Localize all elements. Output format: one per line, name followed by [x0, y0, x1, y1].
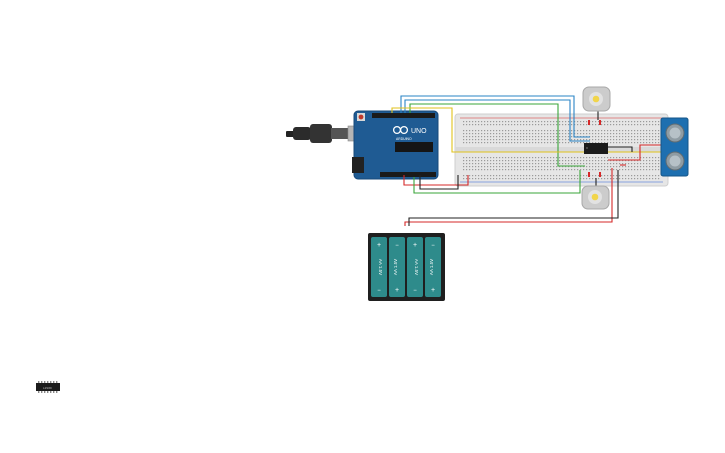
- analog-header[interactable]: [380, 172, 436, 177]
- breadboard[interactable]: [454, 113, 669, 187]
- battery-cell: + − AA 1.5V: [389, 237, 405, 297]
- ultrasonic-sensor-icon[interactable]: [660, 117, 689, 177]
- battery-cell: + − AA 1.5V: [425, 237, 441, 297]
- battery-minus-label: −: [377, 288, 381, 294]
- battery-plus-label: +: [377, 242, 381, 249]
- battery-plus-label: +: [431, 287, 435, 294]
- ic-chip-icon[interactable]: L293D: [36, 381, 60, 393]
- battery-plus-label: +: [395, 287, 399, 294]
- ic-chip-label: L293D: [43, 386, 53, 390]
- battery-plus-label: +: [413, 242, 417, 249]
- power-jack[interactable]: [352, 157, 364, 173]
- dc-motor-icon[interactable]: [581, 185, 610, 210]
- battery-cell-label: AA 1.5V: [378, 259, 383, 275]
- battery-cell: + − AA 1.5V: [371, 237, 387, 297]
- wires[interactable]: [391, 95, 662, 226]
- arduino-uno-board[interactable]: UNO ARDUINO: [352, 110, 439, 180]
- battery-cell-label: AA 1.5V: [414, 259, 419, 275]
- arduino-brand-text: ARDUINO: [396, 137, 412, 141]
- battery-minus-label: −: [431, 243, 435, 249]
- battery-icon[interactable]: + − AA 1.5V + − AA 1.5V + − AA 1.5V + − AA 1.5V: [368, 233, 445, 301]
- battery-cell-label: AA 1.5V: [429, 259, 434, 275]
- battery-cell-label: AA 1.5V: [393, 259, 398, 275]
- arduino-logo-text: UNO: [411, 128, 427, 135]
- dc-motor-icon[interactable]: [582, 86, 611, 112]
- digital-header[interactable]: [372, 113, 435, 118]
- atmega-chip: [395, 142, 433, 152]
- motor-driver-chip[interactable]: [584, 143, 608, 154]
- arduino-logo-icon: [392, 125, 409, 135]
- breadboard-holes: [463, 121, 660, 180]
- battery-cell: + − AA 1.5V: [407, 237, 423, 297]
- battery-minus-label: −: [395, 243, 399, 249]
- battery-minus-label: −: [413, 288, 417, 294]
